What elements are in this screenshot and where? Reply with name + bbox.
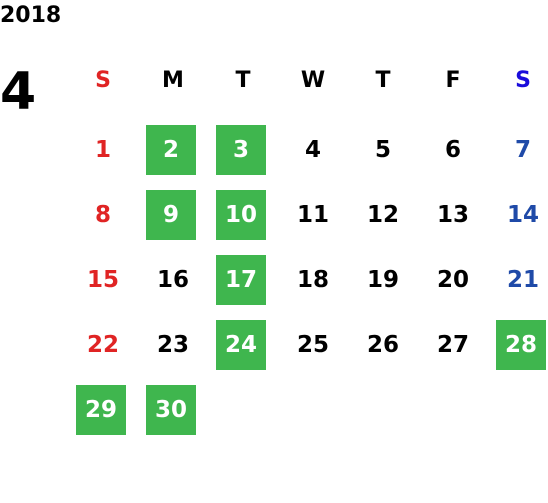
- day-cell-2[interactable]: 2: [146, 125, 196, 175]
- day-cell-8[interactable]: 8: [94, 202, 111, 228]
- day-cell-17[interactable]: 17: [216, 255, 266, 305]
- day-cell-5[interactable]: 5: [374, 137, 391, 163]
- weekday-header-tue: T: [235, 67, 251, 93]
- day-cell-16[interactable]: 16: [156, 267, 189, 293]
- day-cell-1[interactable]: 1: [94, 137, 111, 163]
- day-cell-30[interactable]: 30: [146, 385, 196, 435]
- weekday-header-sun: S: [95, 67, 111, 93]
- day-cell-23[interactable]: 23: [156, 332, 189, 358]
- day-cell-29[interactable]: 29: [76, 385, 126, 435]
- weekday-header-thu: T: [375, 67, 391, 93]
- day-cell-4[interactable]: 4: [304, 137, 321, 163]
- day-cell-3[interactable]: 3: [216, 125, 266, 175]
- calendar-year: 2018: [0, 3, 62, 28]
- day-cell-20[interactable]: 20: [436, 267, 469, 293]
- day-cell-26[interactable]: 26: [366, 332, 399, 358]
- day-cell-6[interactable]: 6: [444, 137, 461, 163]
- day-cell-19[interactable]: 19: [366, 267, 399, 293]
- day-cell-25[interactable]: 25: [296, 332, 329, 358]
- day-cell-12[interactable]: 12: [366, 202, 399, 228]
- day-cell-14[interactable]: 14: [506, 202, 539, 228]
- day-cell-24[interactable]: 24: [216, 320, 266, 370]
- calendar-month: 4: [0, 62, 37, 122]
- day-cell-9[interactable]: 9: [146, 190, 196, 240]
- day-cell-11[interactable]: 11: [296, 202, 329, 228]
- weekday-header-wed: W: [300, 67, 326, 93]
- day-cell-13[interactable]: 13: [436, 202, 469, 228]
- weekday-header-fri: F: [445, 67, 461, 93]
- day-cell-7[interactable]: 7: [514, 137, 531, 163]
- weekday-header-mon: M: [162, 67, 184, 93]
- day-cell-15[interactable]: 15: [86, 267, 119, 293]
- day-cell-28[interactable]: 28: [496, 320, 546, 370]
- day-cell-22[interactable]: 22: [86, 332, 119, 358]
- weekday-header-sat: S: [515, 67, 531, 93]
- day-cell-18[interactable]: 18: [296, 267, 329, 293]
- day-cell-27[interactable]: 27: [436, 332, 469, 358]
- day-cell-10[interactable]: 10: [216, 190, 266, 240]
- day-cell-21[interactable]: 21: [506, 267, 539, 293]
